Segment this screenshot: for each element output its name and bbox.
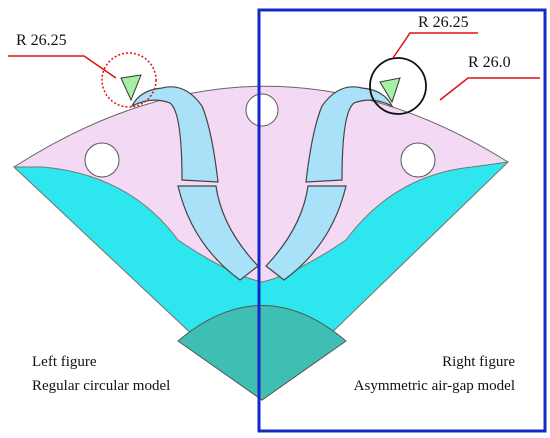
highlight-box-right bbox=[257, 8, 547, 433]
left-flux-barrier bbox=[120, 74, 142, 102]
center-hole bbox=[245, 93, 279, 127]
left-magnet-lower bbox=[177, 185, 259, 281]
right-inner-radius-label: R 26.25 bbox=[418, 14, 469, 31]
left-magnet-upper bbox=[130, 86, 219, 183]
left-hole bbox=[84, 142, 120, 178]
left-caption-line2: Regular circular model bbox=[32, 378, 170, 394]
right-magnet-upper bbox=[305, 86, 394, 183]
left-caption-line1: Left figure bbox=[32, 354, 97, 370]
left-dotted-circle-marker bbox=[101, 52, 157, 108]
right-inner-pointer-line bbox=[392, 32, 478, 59]
left-pointer-line bbox=[8, 55, 117, 79]
right-outer-pointer-line bbox=[439, 77, 540, 101]
right-outer-radius-label: R 26.0 bbox=[468, 54, 511, 71]
rotor-sector bbox=[13, 85, 509, 401]
right-solid-circle-marker bbox=[369, 57, 427, 115]
left-radius-label: R 26.25 bbox=[16, 32, 67, 49]
right-flux-barrier bbox=[379, 77, 401, 104]
right-caption-line1: Right figure bbox=[442, 354, 515, 370]
right-magnet-lower bbox=[265, 185, 347, 281]
right-hole bbox=[400, 142, 436, 178]
lower-cyan-region bbox=[12, 161, 510, 401]
shaft-region bbox=[177, 305, 347, 401]
right-caption-line2: Asymmetric air-gap model bbox=[354, 378, 515, 394]
